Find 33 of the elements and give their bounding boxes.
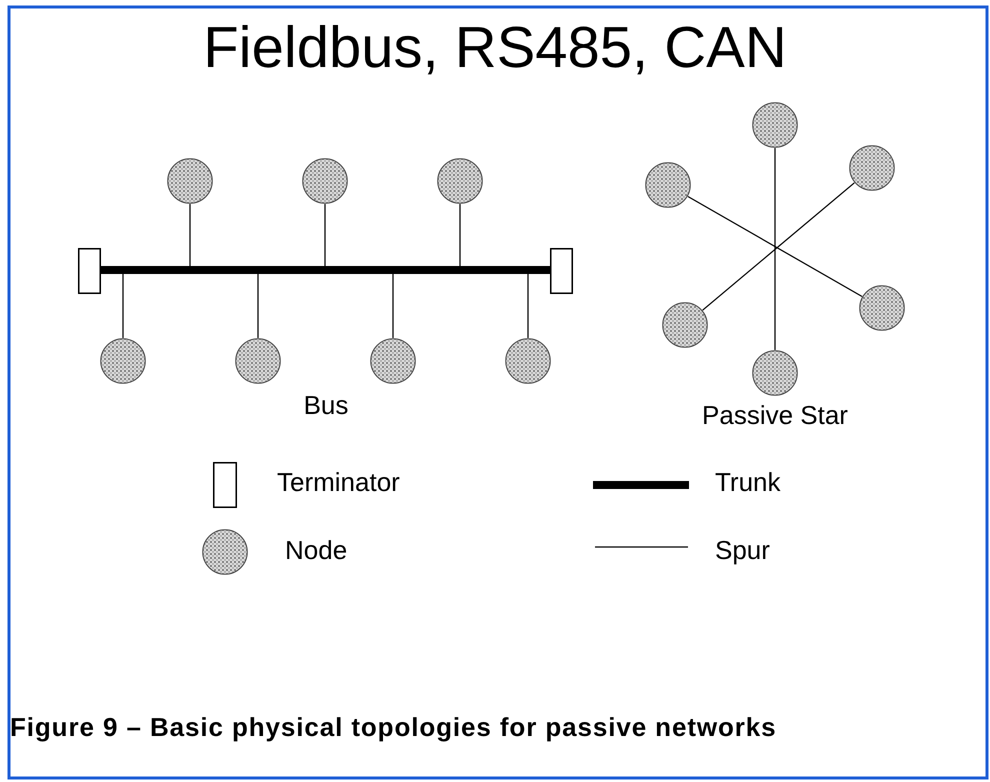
node-circle (662, 302, 708, 348)
star-line (774, 148, 776, 350)
node-circle (302, 158, 348, 204)
title: Fieldbus, RS485, CAN (202, 14, 788, 81)
spur-line (257, 274, 259, 338)
node-circle (505, 338, 551, 384)
node-circle (235, 338, 281, 384)
terminator-box (78, 248, 101, 294)
spur-line (189, 204, 191, 266)
node-circle (437, 158, 483, 204)
spur-line (122, 274, 124, 338)
spur-line (392, 274, 394, 338)
topology-label: Passive Star (702, 400, 848, 431)
legend-label: Node (285, 535, 348, 566)
star-line (702, 182, 855, 311)
node-circle (752, 102, 798, 148)
star-line (688, 196, 862, 298)
legend-label: Terminator (277, 467, 400, 498)
terminator-box (550, 248, 573, 294)
legend-label: Trunk (715, 467, 780, 498)
node-circle (100, 338, 146, 384)
node-circle (752, 350, 798, 396)
spur-line (527, 274, 529, 338)
node-circle (849, 145, 895, 191)
node-circle (167, 158, 213, 204)
legend-label: Spur (715, 535, 770, 566)
topology-label: Bus (304, 390, 348, 421)
spur-line (459, 204, 461, 266)
node-circle (370, 338, 416, 384)
figure-caption: Figure 9 – Basic physical topologies for passive networks (10, 712, 778, 743)
spur-line (324, 204, 326, 266)
node-circle (645, 162, 691, 208)
node-circle (859, 285, 905, 331)
